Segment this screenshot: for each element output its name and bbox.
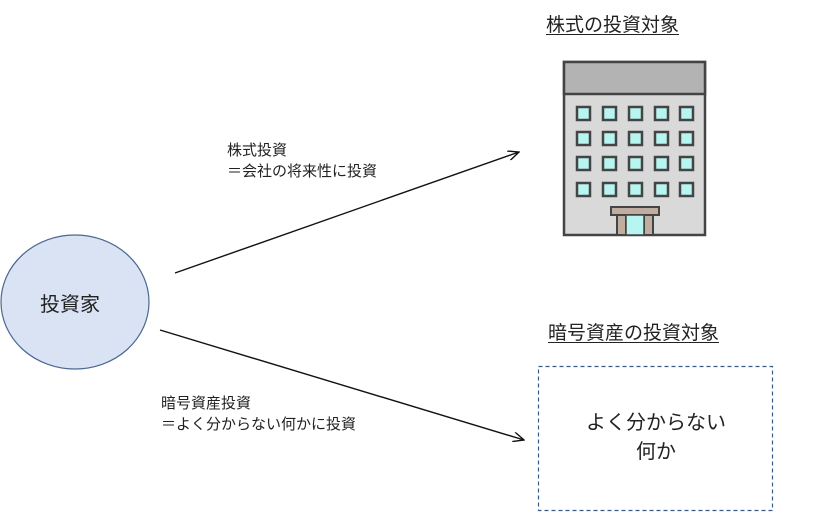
building-window <box>575 181 592 198</box>
crypto-target-heading: 暗号資産の投資対象 <box>548 322 720 344</box>
building-window <box>601 105 618 122</box>
building-window <box>653 155 670 172</box>
building-window <box>627 181 644 198</box>
crypto-arrow-label-line1: 暗号資産投資 <box>161 394 252 412</box>
crypto-arrow-label-line2: ＝よく分からない何かに投資 <box>161 415 357 433</box>
building-window <box>601 155 618 172</box>
building-window <box>678 130 695 147</box>
stock-arrow-label-line2: ＝会社の将来性に投資 <box>227 162 378 180</box>
building-window <box>601 181 618 198</box>
building-window <box>601 130 618 147</box>
building-window <box>575 105 592 122</box>
stock-arrow-label-line1: 株式投資 <box>227 141 288 159</box>
building-window <box>575 130 592 147</box>
building-window <box>678 181 695 198</box>
stock-target-heading: 株式の投資対象 <box>546 14 680 36</box>
stock-arrow-label: 株式投資 ＝会社の将来性に投資 <box>227 140 377 182</box>
unknown-asset-line1: よく分からない <box>586 410 726 434</box>
building-window <box>678 155 695 172</box>
office-building-icon <box>562 60 707 237</box>
building-window <box>627 130 644 147</box>
investor-node <box>0 234 150 370</box>
unknown-asset-line2: 何か <box>636 439 676 463</box>
unknown-asset-text: よく分からない 何か <box>539 408 773 466</box>
investor-label: 投資家 <box>40 292 100 316</box>
stock-arrow <box>174 152 519 274</box>
building-window <box>678 105 695 122</box>
building-window <box>627 155 644 172</box>
building-window <box>627 105 644 122</box>
crypto-arrow-label: 暗号資産投資 ＝よく分からない何かに投資 <box>161 393 356 435</box>
building-window <box>653 181 670 198</box>
building-window <box>653 105 670 122</box>
building-window <box>575 155 592 172</box>
building-window <box>653 130 670 147</box>
crypto-arrow <box>159 329 524 440</box>
